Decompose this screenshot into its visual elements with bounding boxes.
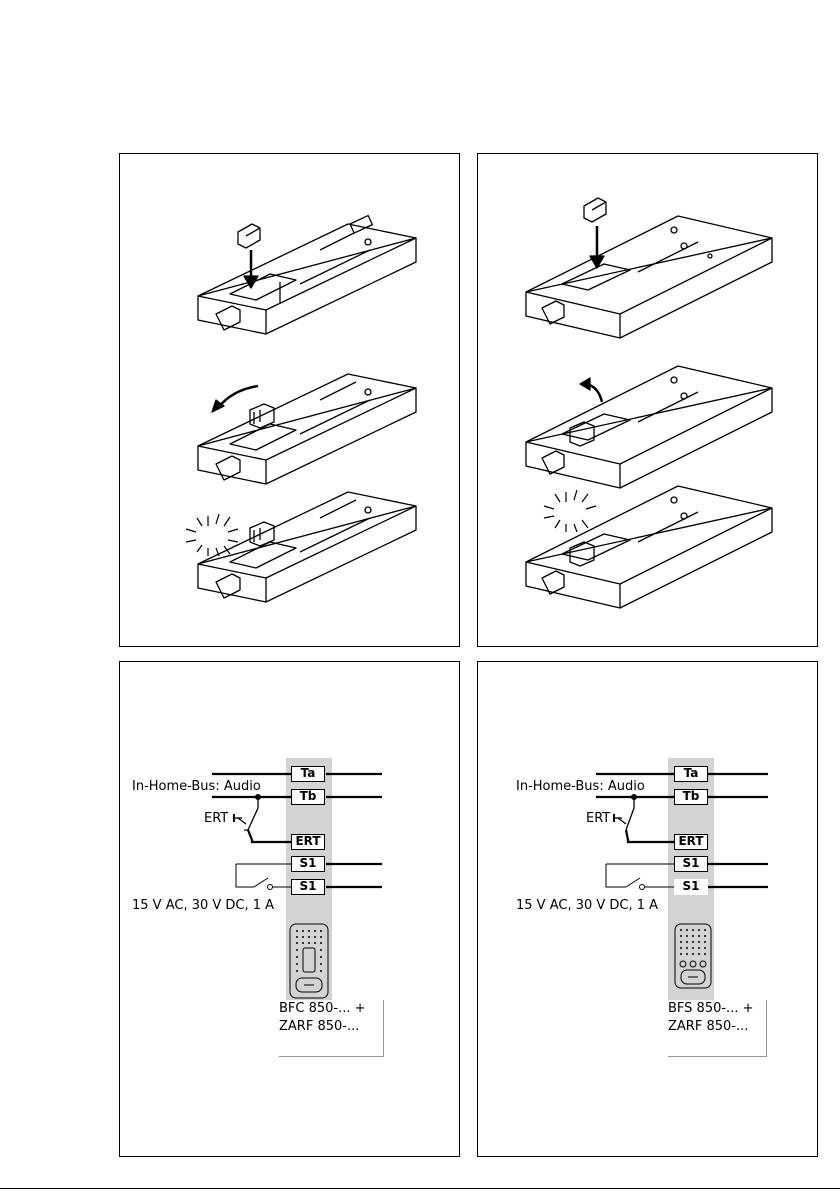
ert-label: ERT (204, 811, 228, 826)
click-burst-icon (544, 490, 596, 532)
housing-step-3 (526, 486, 772, 608)
terminal-ta: Ta (674, 766, 708, 782)
rating-label: 15 V AC, 30 V DC, 1 A (132, 898, 274, 913)
terminal-ert: ERT (291, 834, 325, 850)
rotate-arrow-icon (212, 386, 258, 412)
terminal-ta: Ta (291, 766, 325, 782)
bus-label: In-Home-Bus: Audio (516, 779, 645, 794)
terminal-s1-a: S1 (291, 856, 325, 872)
intercom-handset-icon (290, 924, 328, 998)
ert-label: ERT (586, 811, 610, 826)
terminal-ert: ERT (674, 834, 708, 850)
bottom-right-wiring-panel: BFS 850-... + ZARF 850-... (477, 661, 818, 1157)
connector-step-1 (584, 198, 606, 222)
terminal-tb: Tb (674, 789, 708, 805)
rating-label: 15 V AC, 30 V DC, 1 A (516, 898, 658, 913)
installation-steps-right (478, 154, 819, 648)
click-burst-icon (186, 514, 238, 556)
housing-step-2 (526, 366, 772, 488)
arrow-down-icon (244, 250, 258, 288)
bottom-left-wiring-panel: BFC 850-... + ZARF 850-... (119, 661, 460, 1157)
rotate-arrow-icon (580, 378, 602, 402)
housing-step-3 (198, 492, 416, 602)
arrow-down-icon (590, 226, 604, 268)
terminal-s1-b: S1 (291, 879, 325, 895)
connector-step-1 (238, 224, 260, 248)
intercom-handset-icon (675, 924, 711, 988)
terminal-tb: Tb (291, 789, 325, 805)
top-left-panel (119, 153, 460, 647)
top-right-panel (477, 153, 818, 647)
bus-label: In-Home-Bus: Audio (132, 779, 261, 794)
housing-step-1 (198, 216, 416, 334)
terminal-s1-b: S1 (674, 879, 708, 895)
page-bottom-rule (0, 1188, 840, 1189)
housing-step-1 (526, 216, 772, 338)
terminal-s1-a: S1 (674, 856, 708, 872)
installation-steps-left (120, 154, 461, 648)
housing-step-2 (198, 374, 416, 484)
